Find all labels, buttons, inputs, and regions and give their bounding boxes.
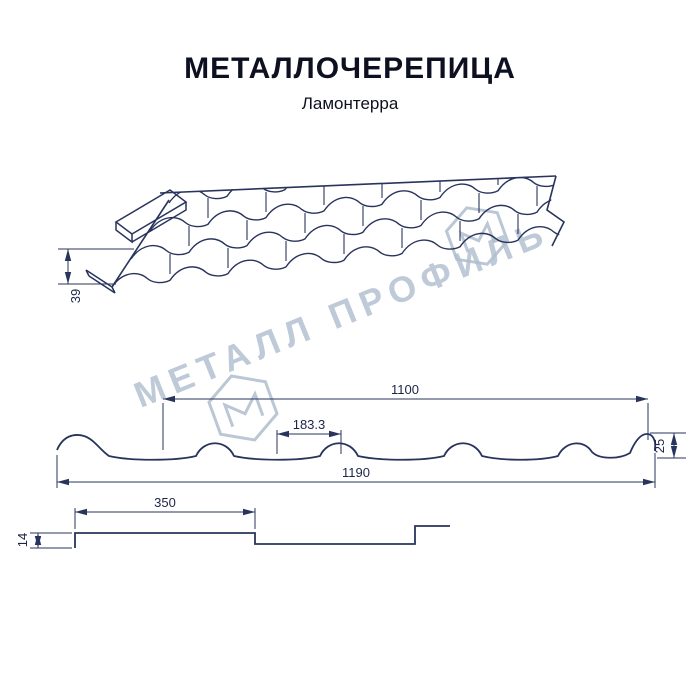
tile-row: [149, 176, 566, 232]
dimension-14: 14: [15, 532, 72, 549]
eave-edge: [85, 269, 116, 294]
dimension-1190: 1190: [56, 453, 656, 488]
tile-rows: [111, 176, 566, 288]
monogram-m-icon: [458, 219, 496, 253]
dimension-39: 39: [58, 248, 134, 303]
tile-row: [168, 176, 566, 204]
dimension-label: 1100: [391, 382, 419, 397]
tile-row: [111, 226, 566, 288]
dimension-183: 183.3: [276, 417, 342, 454]
ridge-edge-line: [159, 175, 557, 194]
hexagon-outline-icon: [207, 374, 279, 442]
roof-perspective-view: 39: [58, 175, 566, 303]
eave-fascia-lines: [85, 269, 116, 294]
profile-cross-section: 1100 183.3 25 1190: [56, 382, 686, 488]
dimension-label: 350: [154, 495, 176, 510]
tile-row: [130, 198, 566, 260]
profile-curve: [56, 433, 657, 461]
dimension-label: 39: [68, 289, 83, 303]
rake-edge-line: [111, 199, 170, 288]
tile-step-lines: [169, 176, 538, 274]
dimension-label: 25: [652, 439, 667, 453]
ridge-cap: [114, 189, 188, 244]
page-subtitle: Ламонтерра: [301, 94, 399, 113]
hexagon-outline-icon: [444, 206, 510, 266]
watermark-logo-hexagon: [207, 206, 510, 442]
dimension-1100: 1100: [162, 382, 649, 450]
dimension-350: 350: [74, 495, 256, 529]
ridge-cap-side: [115, 202, 187, 244]
header: МЕТАЛЛОЧЕРЕПИЦА Ламонтерра: [0, 52, 700, 114]
dimension-label: 183.3: [293, 417, 326, 432]
dimension-label: 14: [15, 533, 30, 547]
break-line: [546, 175, 566, 247]
dimension-label: 1190: [342, 465, 370, 480]
dimension-25: 25: [650, 432, 686, 459]
overlap-step-profile: 350 14: [15, 495, 450, 549]
step-polyline: [74, 525, 450, 548]
page-title: МЕТАЛЛОЧЕРЕПИЦА: [184, 52, 516, 85]
